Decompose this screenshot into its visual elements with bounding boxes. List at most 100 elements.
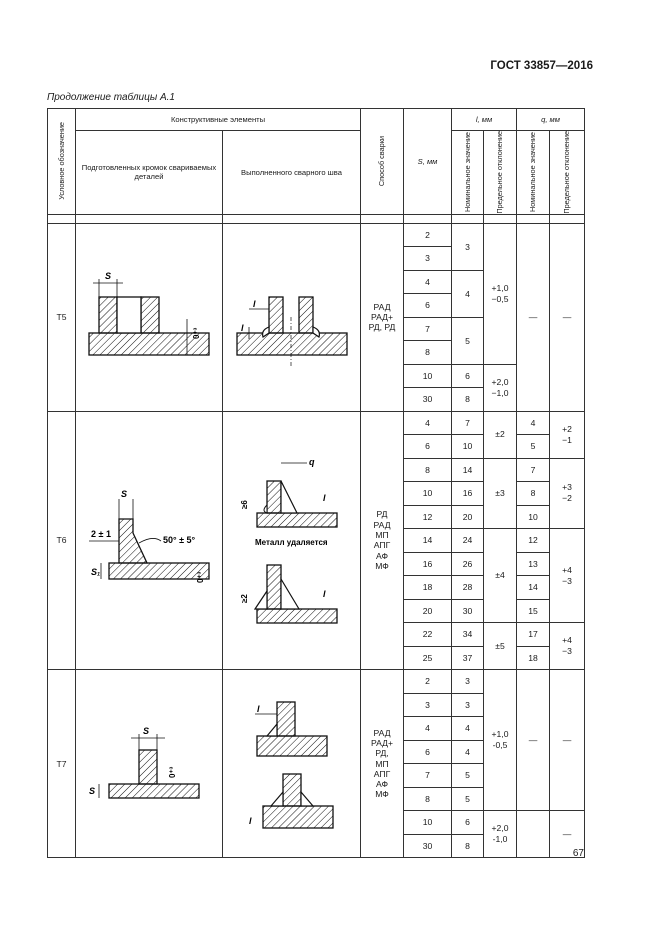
l-nominal: 26 bbox=[451, 551, 485, 577]
fig-t6-angle-label: 50° ± 5° bbox=[163, 535, 196, 545]
l-deviation: ±2 bbox=[483, 410, 518, 459]
fig-t6-gap-label: 2 ± 1 bbox=[91, 529, 111, 539]
figure-t7-prepared: S S 0⁺³ bbox=[75, 669, 223, 859]
header-prepared: Подготовленных кромок свариваемых детале… bbox=[75, 130, 223, 215]
s-cell: 6 bbox=[403, 739, 453, 765]
l-nominal: 5 bbox=[451, 763, 485, 788]
fig-t7-l-label-top: l bbox=[257, 704, 260, 714]
q-nominal: 13 bbox=[516, 551, 551, 577]
q-nominal: — bbox=[516, 669, 551, 812]
l-nominal: 24 bbox=[451, 528, 485, 553]
row-id-t7: T7 bbox=[47, 669, 76, 859]
q-nominal: 17 bbox=[516, 622, 551, 647]
s-cell: 10 bbox=[403, 810, 453, 835]
method-t7: РАД РАД+ РД, МП АПГ АФ МФ bbox=[360, 669, 405, 859]
weld-elements-table: Условное обозначение Конструктивные элем… bbox=[47, 108, 586, 859]
fig-t5-s-label: S bbox=[105, 271, 111, 281]
header-structural: Конструктивные элементы bbox=[74, 108, 362, 131]
fig-t7-s1-label: S bbox=[89, 786, 95, 796]
s-cell: 3 bbox=[403, 246, 453, 271]
l-deviation: +2,0 -1,0 bbox=[483, 810, 518, 859]
l-nominal: 3 bbox=[451, 222, 485, 271]
q-deviation: +2 −1 bbox=[549, 410, 586, 459]
figure-t6-prepared: S 2 ± 1 50° ± 5° S₁ 0⁺³ bbox=[75, 410, 223, 671]
l-nominal: 3 bbox=[451, 692, 485, 718]
header-designation: Условное обозначение bbox=[47, 108, 76, 215]
l-nominal: 4 bbox=[451, 269, 485, 318]
header-l-nominal: Номинальное значение bbox=[451, 130, 485, 215]
figure-t5-executed: l l bbox=[221, 222, 362, 412]
header-l-deviation: Предельное отклонение bbox=[483, 130, 518, 215]
l-nominal: 10 bbox=[451, 434, 485, 459]
fig-t7-l-label-bottom: l bbox=[249, 816, 252, 826]
fig-t6-min6-label: ≥6 bbox=[240, 500, 249, 509]
s-cell: 30 bbox=[403, 833, 453, 859]
l-nominal: 6 bbox=[451, 810, 485, 835]
standard-number: ГОСТ 33857—2016 bbox=[490, 60, 593, 72]
fig-t7-s-label: S bbox=[143, 726, 149, 736]
header-method: Способ сварки bbox=[360, 108, 405, 215]
q-nominal bbox=[516, 810, 551, 859]
fig-t5-gap-label: 0⁺³ bbox=[192, 328, 201, 340]
row-id-t5: T5 bbox=[47, 222, 76, 412]
s-cell: 18 bbox=[403, 575, 453, 600]
l-nominal: 37 bbox=[451, 645, 485, 671]
method-t6: РД РАД МП АПГ АФ МФ bbox=[360, 410, 405, 671]
q-deviation: +4 −3 bbox=[549, 528, 586, 624]
s-cell: 14 bbox=[403, 528, 453, 553]
figure-t6-executed: q ≥6 l Металл удаляется ≥2 l bbox=[221, 410, 362, 671]
l-nominal: 8 bbox=[451, 833, 485, 859]
s-cell: 6 bbox=[403, 434, 453, 459]
fig-t6-root-gap: 0⁺³ bbox=[196, 572, 205, 584]
s-cell: 6 bbox=[403, 293, 453, 318]
fig-t6-metal-removed: Металл удаляется bbox=[255, 538, 328, 547]
l-nominal: 28 bbox=[451, 575, 485, 600]
s-cell: 4 bbox=[403, 410, 453, 436]
q-nominal: — bbox=[516, 222, 551, 412]
header-q-deviation: Предельное отклонение bbox=[549, 130, 586, 215]
l-nominal: 34 bbox=[451, 622, 485, 647]
q-deviation: +3 −2 bbox=[549, 457, 586, 530]
s-cell: 8 bbox=[403, 786, 453, 812]
l-nominal: 20 bbox=[451, 504, 485, 530]
s-cell: 10 bbox=[403, 481, 453, 506]
fig-t7-gap-label: 0⁺³ bbox=[168, 766, 177, 778]
q-deviation: — bbox=[549, 222, 586, 412]
s-cell: 30 bbox=[403, 387, 453, 412]
l-nominal: 3 bbox=[451, 669, 485, 694]
header-q-nominal: Номинальное значение bbox=[516, 130, 551, 215]
l-deviation: ±5 bbox=[483, 622, 518, 671]
q-deviation: — bbox=[549, 810, 586, 859]
continuation-caption: Продолжение таблицы А.1 bbox=[47, 92, 175, 103]
l-nominal: 5 bbox=[451, 316, 485, 365]
row-id-t6: T6 bbox=[47, 410, 76, 671]
s-cell: 7 bbox=[403, 763, 453, 788]
q-nominal: 15 bbox=[516, 598, 551, 624]
method-t5: РАД РАД+ РД, РД bbox=[360, 222, 405, 412]
s-cell: 20 bbox=[403, 598, 453, 624]
fig-t6-s1-label: S₁ bbox=[91, 567, 100, 577]
header-executed: Выполненного сварного шва bbox=[221, 130, 362, 215]
q-nominal: 12 bbox=[516, 528, 551, 553]
s-cell: 7 bbox=[403, 316, 453, 342]
header-l: l, мм bbox=[451, 108, 518, 131]
page-number: 67 bbox=[572, 848, 584, 859]
figure-t7-executed: l l bbox=[221, 669, 362, 859]
s-cell: 16 bbox=[403, 551, 453, 577]
l-nominal: 4 bbox=[451, 716, 485, 741]
l-deviation: ±4 bbox=[483, 528, 518, 624]
q-nominal: 10 bbox=[516, 504, 551, 530]
s-cell: 2 bbox=[403, 222, 453, 248]
q-nominal: 7 bbox=[516, 457, 551, 483]
figure-t5-prepared: S 0⁺³ bbox=[75, 222, 223, 412]
fig-t5-l-label-top: l bbox=[253, 299, 256, 309]
q-nominal: 8 bbox=[516, 481, 551, 506]
fig-t6-q-label: q bbox=[309, 457, 315, 467]
s-cell: 4 bbox=[403, 269, 453, 295]
s-cell: 22 bbox=[403, 622, 453, 647]
s-cell: 8 bbox=[403, 340, 453, 365]
fig-t6-s-label: S bbox=[121, 489, 127, 499]
l-nominal: 14 bbox=[451, 457, 485, 483]
fig-t6-l-label: l bbox=[323, 493, 326, 503]
header-q: q, мм bbox=[516, 108, 586, 131]
